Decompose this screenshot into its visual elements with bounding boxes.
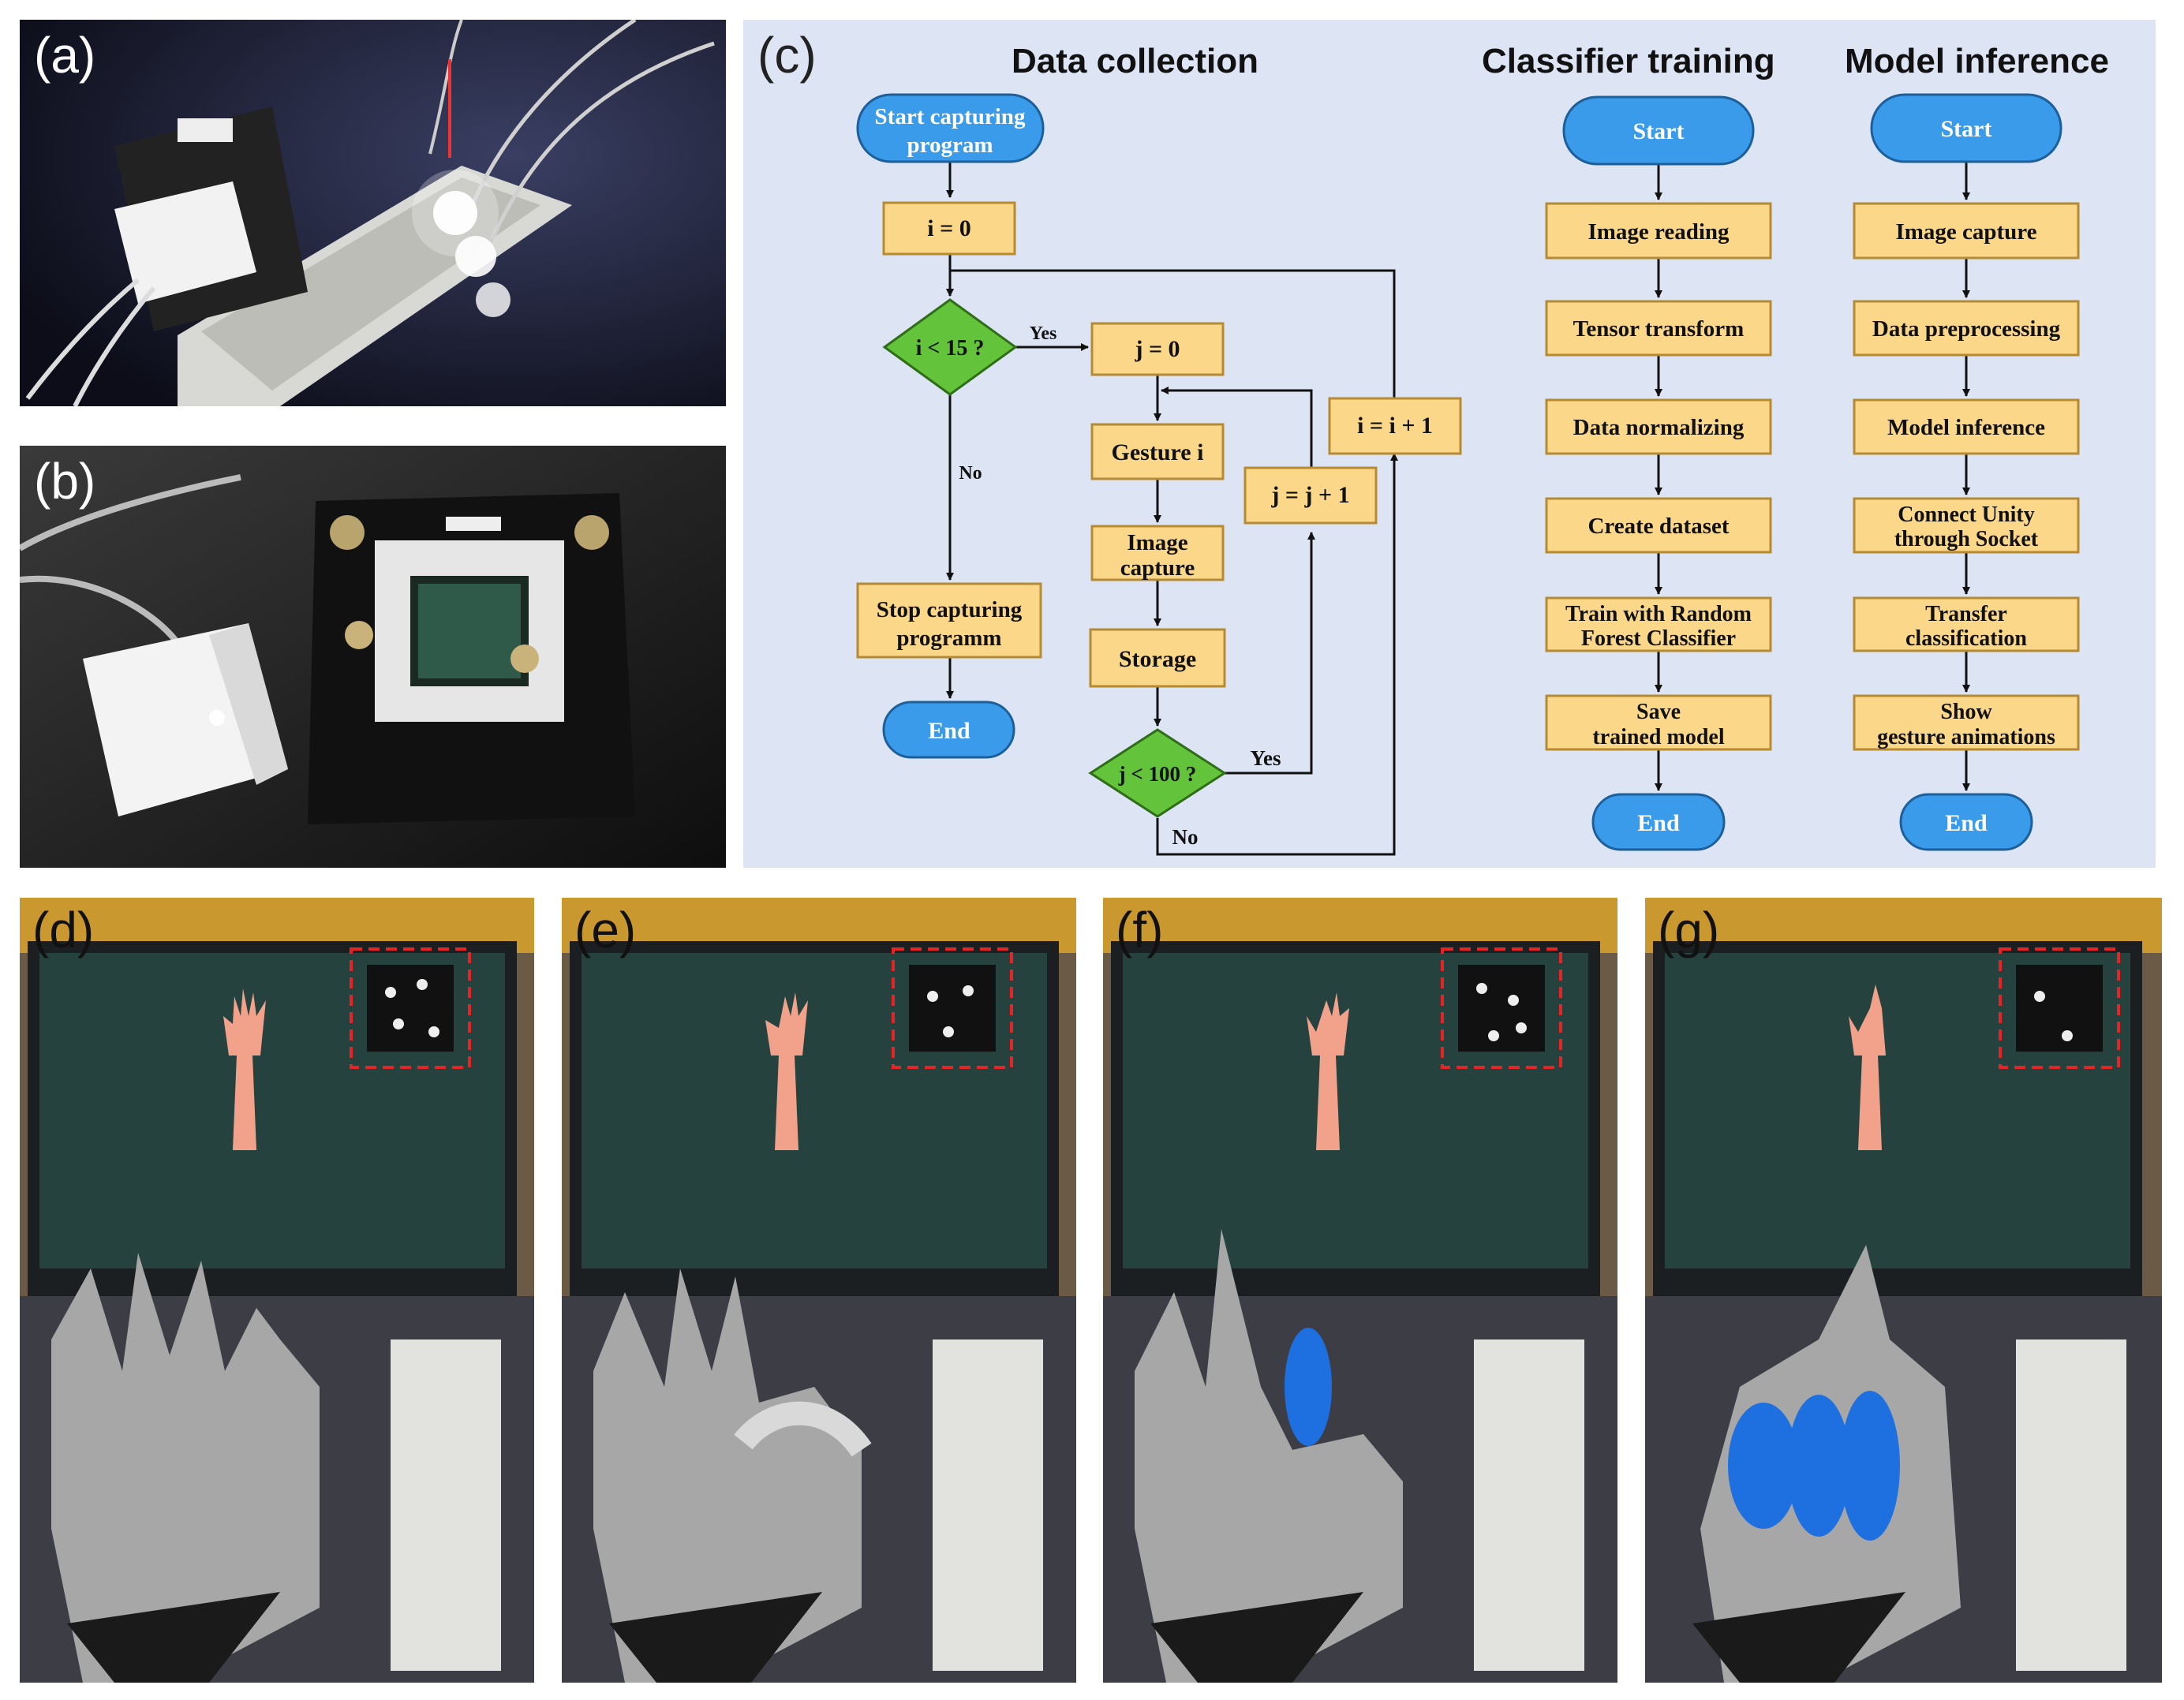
svg-text:Start: Start xyxy=(1941,116,1992,142)
dc-end: End xyxy=(882,701,1015,759)
ct-step-4: Create dataset xyxy=(1545,497,1772,554)
dc-init-j: j = 0 xyxy=(1090,322,1225,376)
title-classifier-training: Classifier training xyxy=(1482,42,1775,80)
ct-step-2: Tensor transform xyxy=(1545,300,1772,357)
svg-text:End: End xyxy=(1637,810,1680,836)
panel-label-f: (f) xyxy=(1116,902,1164,958)
photo-e: (e) xyxy=(562,898,1076,1683)
svg-text:classification: classification xyxy=(1905,626,2027,651)
svg-text:Stop capturing: Stop capturing xyxy=(877,597,1023,622)
dc-image-capture: Image capture xyxy=(1090,525,1225,581)
dc-cond-i: i < 15 ? xyxy=(882,298,1018,396)
svg-text:Save: Save xyxy=(1636,700,1681,724)
mi-step-4: Connect Unity through Socket xyxy=(1853,497,2080,554)
dc-start: Start capturing program xyxy=(856,93,1045,163)
mi-step-2: Data preprocessing xyxy=(1853,300,2080,357)
svg-text:Image: Image xyxy=(1127,530,1187,555)
photo-b: (b) xyxy=(20,446,726,868)
dc-storage: Storage xyxy=(1089,628,1226,688)
dc-cond-j: j < 100 ? xyxy=(1088,728,1227,818)
svg-text:i < 15 ?: i < 15 ? xyxy=(916,336,985,361)
svg-text:Data normalizing: Data normalizing xyxy=(1573,415,1745,440)
svg-text:j < 100 ?: j < 100 ? xyxy=(1118,762,1197,786)
svg-text:Storage: Storage xyxy=(1119,646,1196,672)
mi-step-1: Image capture xyxy=(1853,202,2080,260)
svg-text:Create dataset: Create dataset xyxy=(1588,514,1729,539)
mi-step-6: Show gesture animations xyxy=(1853,694,2080,751)
svg-text:End: End xyxy=(928,718,970,744)
panel-label-g: (g) xyxy=(1658,902,1720,958)
svg-text:Data preprocessing: Data preprocessing xyxy=(1872,316,2061,342)
svg-text:Connect Unity: Connect Unity xyxy=(1898,503,2034,527)
title-model-inference: Model inference xyxy=(1845,42,2109,80)
svg-text:j = 0: j = 0 xyxy=(1134,336,1180,362)
svg-text:Transfer: Transfer xyxy=(1925,602,2007,626)
panel-label-b: (b) xyxy=(34,453,96,510)
svg-text:trained model: trained model xyxy=(1592,725,1724,749)
svg-text:through Socket: through Socket xyxy=(1894,527,2039,551)
ct-step-3: Data normalizing xyxy=(1545,398,1772,455)
svg-text:Image capture: Image capture xyxy=(1895,219,2036,245)
photo-g: (g) xyxy=(1645,898,2162,1683)
svg-text:Start capturing: Start capturing xyxy=(875,104,1026,129)
svg-text:programm: programm xyxy=(896,626,1001,651)
svg-text:gesture animations: gesture animations xyxy=(1877,725,2055,749)
panel-label-e: (e) xyxy=(574,902,637,958)
svg-text:j = j + 1: j = j + 1 xyxy=(1270,482,1349,508)
mi-step-5: Transfer classification xyxy=(1853,596,2080,652)
svg-text:Tensor transform: Tensor transform xyxy=(1573,316,1745,342)
ct-step-6: Save trained model xyxy=(1545,694,1772,751)
dc-yes-label: Yes xyxy=(1030,323,1057,344)
ct-end: End xyxy=(1591,793,1726,851)
dc-gesture: Gesture i xyxy=(1090,423,1225,480)
photo-a: (a) xyxy=(20,20,726,406)
ct-step-1: Image reading xyxy=(1545,202,1772,260)
svg-text:Gesture i: Gesture i xyxy=(1112,439,1204,465)
panel-label-d: (d) xyxy=(32,902,95,958)
flowchart-diagram: Start capturing program i = 0 i < 15 ? Y… xyxy=(856,93,2080,856)
mi-end: End xyxy=(1899,793,2033,851)
ct-start: Start xyxy=(1562,95,1755,166)
dc-inc-j: j = j + 1 xyxy=(1243,466,1378,525)
panel-label-a: (a) xyxy=(34,27,96,84)
svg-text:i = i + 1: i = i + 1 xyxy=(1357,413,1433,439)
svg-text:Train with Random: Train with Random xyxy=(1565,602,1752,626)
svg-text:End: End xyxy=(1945,810,1988,836)
photo-f: (f) xyxy=(1103,898,1617,1683)
ct-step-5: Train with Random Forest Classifier xyxy=(1545,596,1772,652)
mi-step-3: Model inference xyxy=(1853,398,2080,455)
panel-label-c: (c) xyxy=(757,27,817,84)
photo-d: (d) xyxy=(20,898,534,1683)
title-data-collection: Data collection xyxy=(1012,42,1258,80)
svg-text:Model inference: Model inference xyxy=(1887,415,2045,440)
dc-no-j-label: No xyxy=(1172,825,1199,849)
svg-text:program: program xyxy=(907,133,993,158)
svg-text:i = 0: i = 0 xyxy=(927,215,970,241)
dc-yes-j-label: Yes xyxy=(1251,746,1281,770)
svg-text:capture: capture xyxy=(1120,555,1195,581)
dc-no-label: No xyxy=(959,463,982,484)
dc-init-i: i = 0 xyxy=(882,201,1016,256)
flowchart-panel: (c) Data collection Classifier training … xyxy=(743,20,2156,868)
svg-text:Show: Show xyxy=(1940,700,1992,724)
svg-text:Start: Start xyxy=(1633,118,1685,144)
dc-inc-i: i = i + 1 xyxy=(1328,397,1462,455)
svg-text:Forest Classifier: Forest Classifier xyxy=(1581,626,1736,651)
mi-start: Start xyxy=(1870,93,2062,163)
dc-stop: Stop capturing programm xyxy=(856,582,1042,659)
svg-text:Image reading: Image reading xyxy=(1588,219,1730,245)
